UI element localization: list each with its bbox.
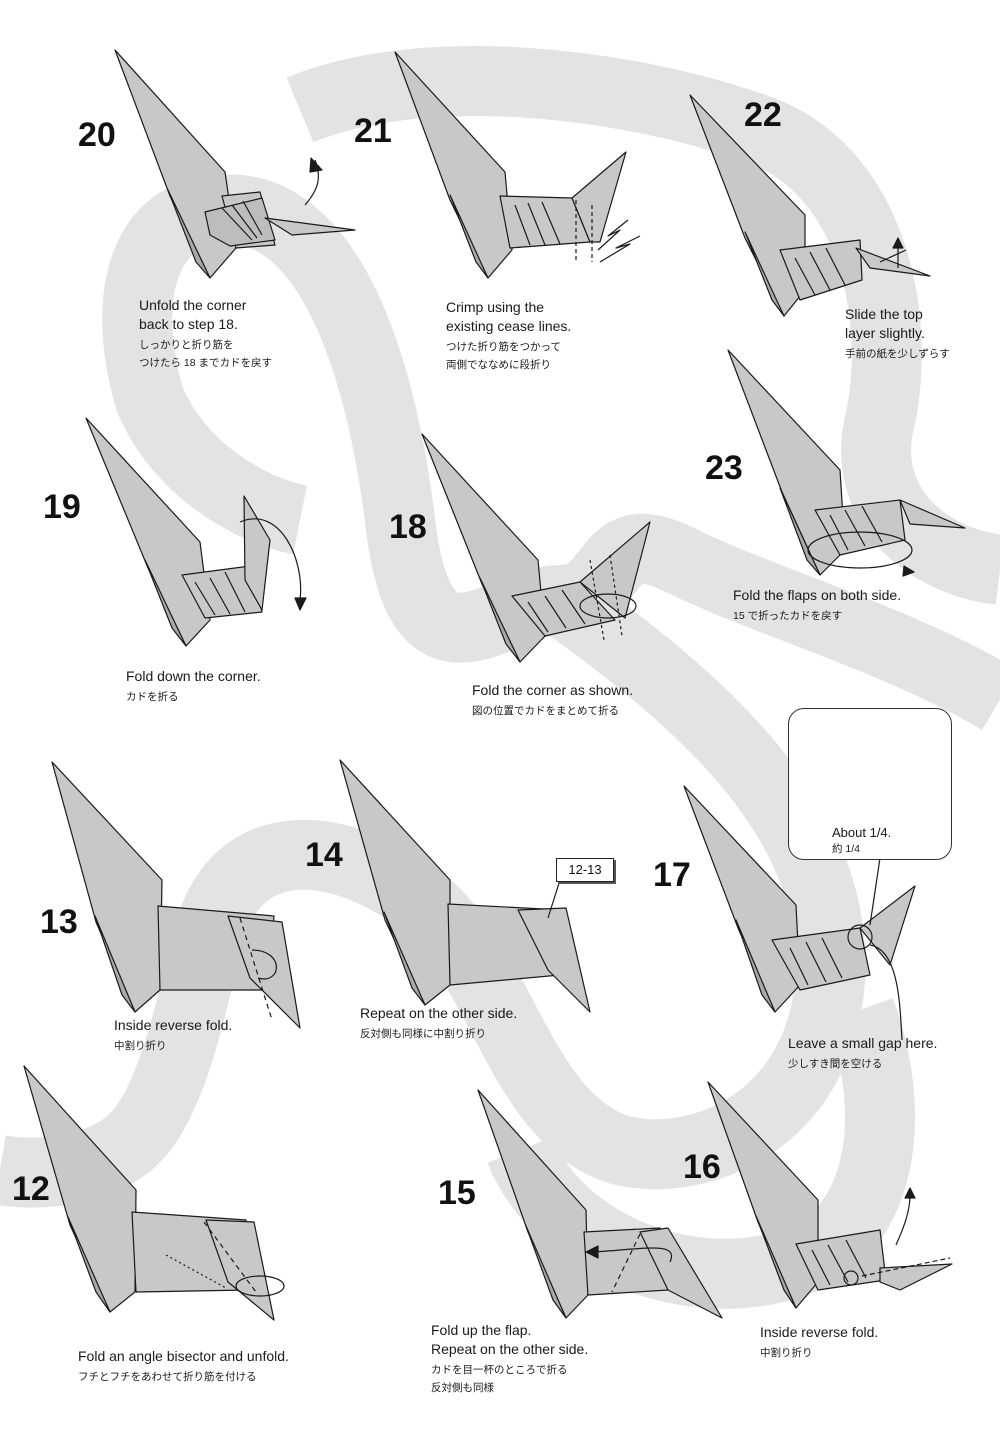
step-20-caption-en-1: Unfold the corner — [139, 297, 247, 313]
step-22-caption-ja-1: 手前の紙を少しずらす — [845, 348, 950, 360]
step-number-22: 22 — [744, 96, 782, 134]
step-16-caption-ja-1: 中割り折り — [760, 1347, 813, 1359]
step-number-12: 12 — [12, 1170, 50, 1208]
figure-step-19 — [85, 417, 307, 647]
step-14-caption-en-1: Repeat on the other side. — [360, 1005, 518, 1021]
step-13-caption-ja-1: 中割り折り — [114, 1040, 167, 1052]
figure-step-13 — [51, 761, 301, 1029]
step-19-caption-en-1: Fold down the corner. — [126, 668, 261, 684]
step-20-caption: Unfold the corner back to step 18. しっかりと折… — [139, 296, 272, 372]
step-17-caption: Leave a small gap here. 少しすき間を空ける — [788, 1034, 937, 1073]
step-18-caption-en-1: Fold the corner as shown. — [472, 682, 634, 698]
step-number-21: 21 — [354, 112, 392, 150]
step-number-16: 16 — [683, 1148, 721, 1186]
figure-step-18 — [421, 433, 651, 663]
figure-step-12 — [23, 1065, 285, 1321]
step-12-caption: Fold an angle bisector and unfold. フチとフチ… — [78, 1347, 289, 1386]
step-22-caption: Slide the top layer slightly. 手前の紙を少しずらす — [845, 305, 950, 363]
detail-bubble-en: About 1/4. — [832, 825, 892, 840]
step-13-caption-en-1: Inside reverse fold. — [114, 1017, 233, 1033]
step-21-caption-ja-1: つけた折り筋をつかって — [446, 341, 561, 353]
step-17-caption-ja-1: 少しすき間を空ける — [788, 1058, 883, 1070]
detail-bubble-ja: 約 1/4 — [832, 843, 861, 855]
step-20-caption-ja-2: つけたら 18 までカドを戻す — [139, 357, 273, 369]
step-number-13: 13 — [40, 903, 78, 941]
step-18-caption-ja-1: 図の位置でカドをまとめて折る — [472, 705, 619, 717]
step-21-caption-en-1: Crimp using the — [446, 299, 545, 315]
figure-step-22 — [689, 94, 931, 317]
step-23-caption-ja-1: 15 で折ったカドを戻す — [733, 610, 843, 622]
step-number-14: 14 — [305, 836, 343, 874]
figure-step-14 — [339, 759, 591, 1013]
step-12-caption-en-1: Fold an angle bisector and unfold. — [78, 1348, 289, 1364]
step-number-15: 15 — [438, 1174, 476, 1212]
step-22-caption-en-2: layer slightly. — [845, 325, 925, 341]
step-21-caption-ja-2: 両側でななめに段折り — [446, 359, 551, 371]
step-18-caption: Fold the corner as shown. 図の位置でカドをまとめて折る — [472, 681, 633, 720]
step-12-caption-ja-1: フチとフチをあわせて折り筋を付ける — [78, 1371, 257, 1383]
figure-step-20 — [114, 49, 356, 279]
step-number-23: 23 — [705, 449, 743, 487]
figure-step-17 — [683, 785, 916, 1041]
step-14-caption-ja-1: 反対側も同様に中割り折り — [360, 1028, 486, 1040]
step-21-caption-en-2: existing cease lines. — [446, 318, 572, 334]
step-number-17: 17 — [653, 856, 691, 894]
step-16-caption: Inside reverse fold. 中割り折り — [760, 1323, 878, 1362]
figure-step-21 — [394, 51, 641, 279]
figure-step-15 — [477, 1089, 723, 1319]
step-17-caption-en-1: Leave a small gap here. — [788, 1035, 938, 1051]
step-20-caption-ja-1: しっかりと折り筋を — [139, 339, 234, 351]
step-15-caption-en-1: Fold up the flap. — [431, 1322, 532, 1338]
step-19-caption-ja-1: カドを折る — [126, 691, 179, 703]
detail-bubble-text: About 1/4. 約 1/4 — [832, 824, 891, 858]
detail-bubble — [788, 708, 952, 860]
step-number-18: 18 — [389, 508, 427, 546]
figure-step-16 — [707, 1081, 953, 1309]
step-19-caption: Fold down the corner. カドを折る — [126, 667, 261, 706]
step-15-caption-en-2: Repeat on the other side. — [431, 1341, 589, 1357]
step-number-19: 19 — [43, 488, 81, 526]
step-15-caption-ja-1: カドを目一杯のところで折る — [431, 1364, 568, 1376]
step-13-caption: Inside reverse fold. 中割り折り — [114, 1016, 232, 1055]
reference-label-box: 12-13 — [556, 858, 614, 882]
step-number-20: 20 — [78, 116, 116, 154]
step-20-caption-en-2: back to step 18. — [139, 316, 238, 332]
figure-step-23 — [727, 349, 966, 577]
step-22-caption-en-1: Slide the top — [845, 306, 923, 322]
step-14-caption: Repeat on the other side. 反対側も同様に中割り折り — [360, 1004, 517, 1043]
step-15-caption-ja-2: 反対側も同様 — [431, 1382, 494, 1394]
step-15-caption: Fold up the flap. Repeat on the other sid… — [431, 1321, 588, 1397]
step-21-caption: Crimp using the existing cease lines. つけた… — [446, 298, 571, 374]
step-16-caption-en-1: Inside reverse fold. — [760, 1324, 879, 1340]
step-23-caption-en-1: Fold the flaps on both side. — [733, 587, 902, 603]
step-23-caption: Fold the flaps on both side. 15 で折ったカドを戻… — [733, 586, 901, 625]
